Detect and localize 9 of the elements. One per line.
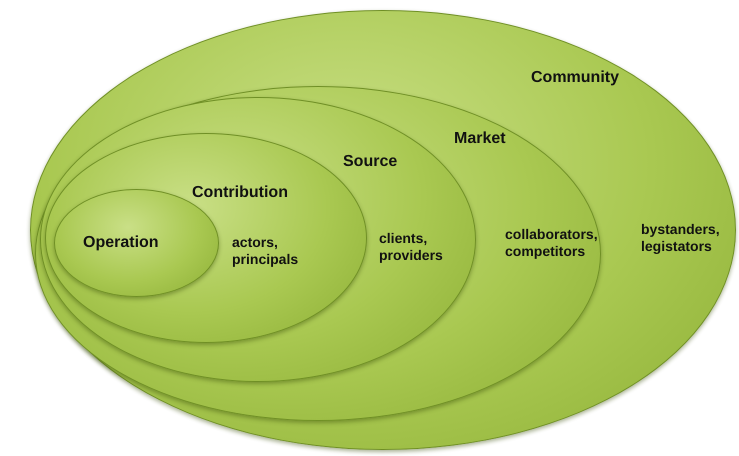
layer-title: Operation [83,234,159,252]
layer-title: Contribution [192,184,288,202]
layer-description: actors, principals [232,234,300,268]
layer-description: collaborators, competitors [505,226,599,260]
layer-description: bystanders, legistators [641,221,721,255]
layer-title: Source [343,153,398,171]
layer-description: clients, providers [379,230,444,264]
layer-title: Community [531,69,619,87]
layer-title: Market [454,130,506,148]
